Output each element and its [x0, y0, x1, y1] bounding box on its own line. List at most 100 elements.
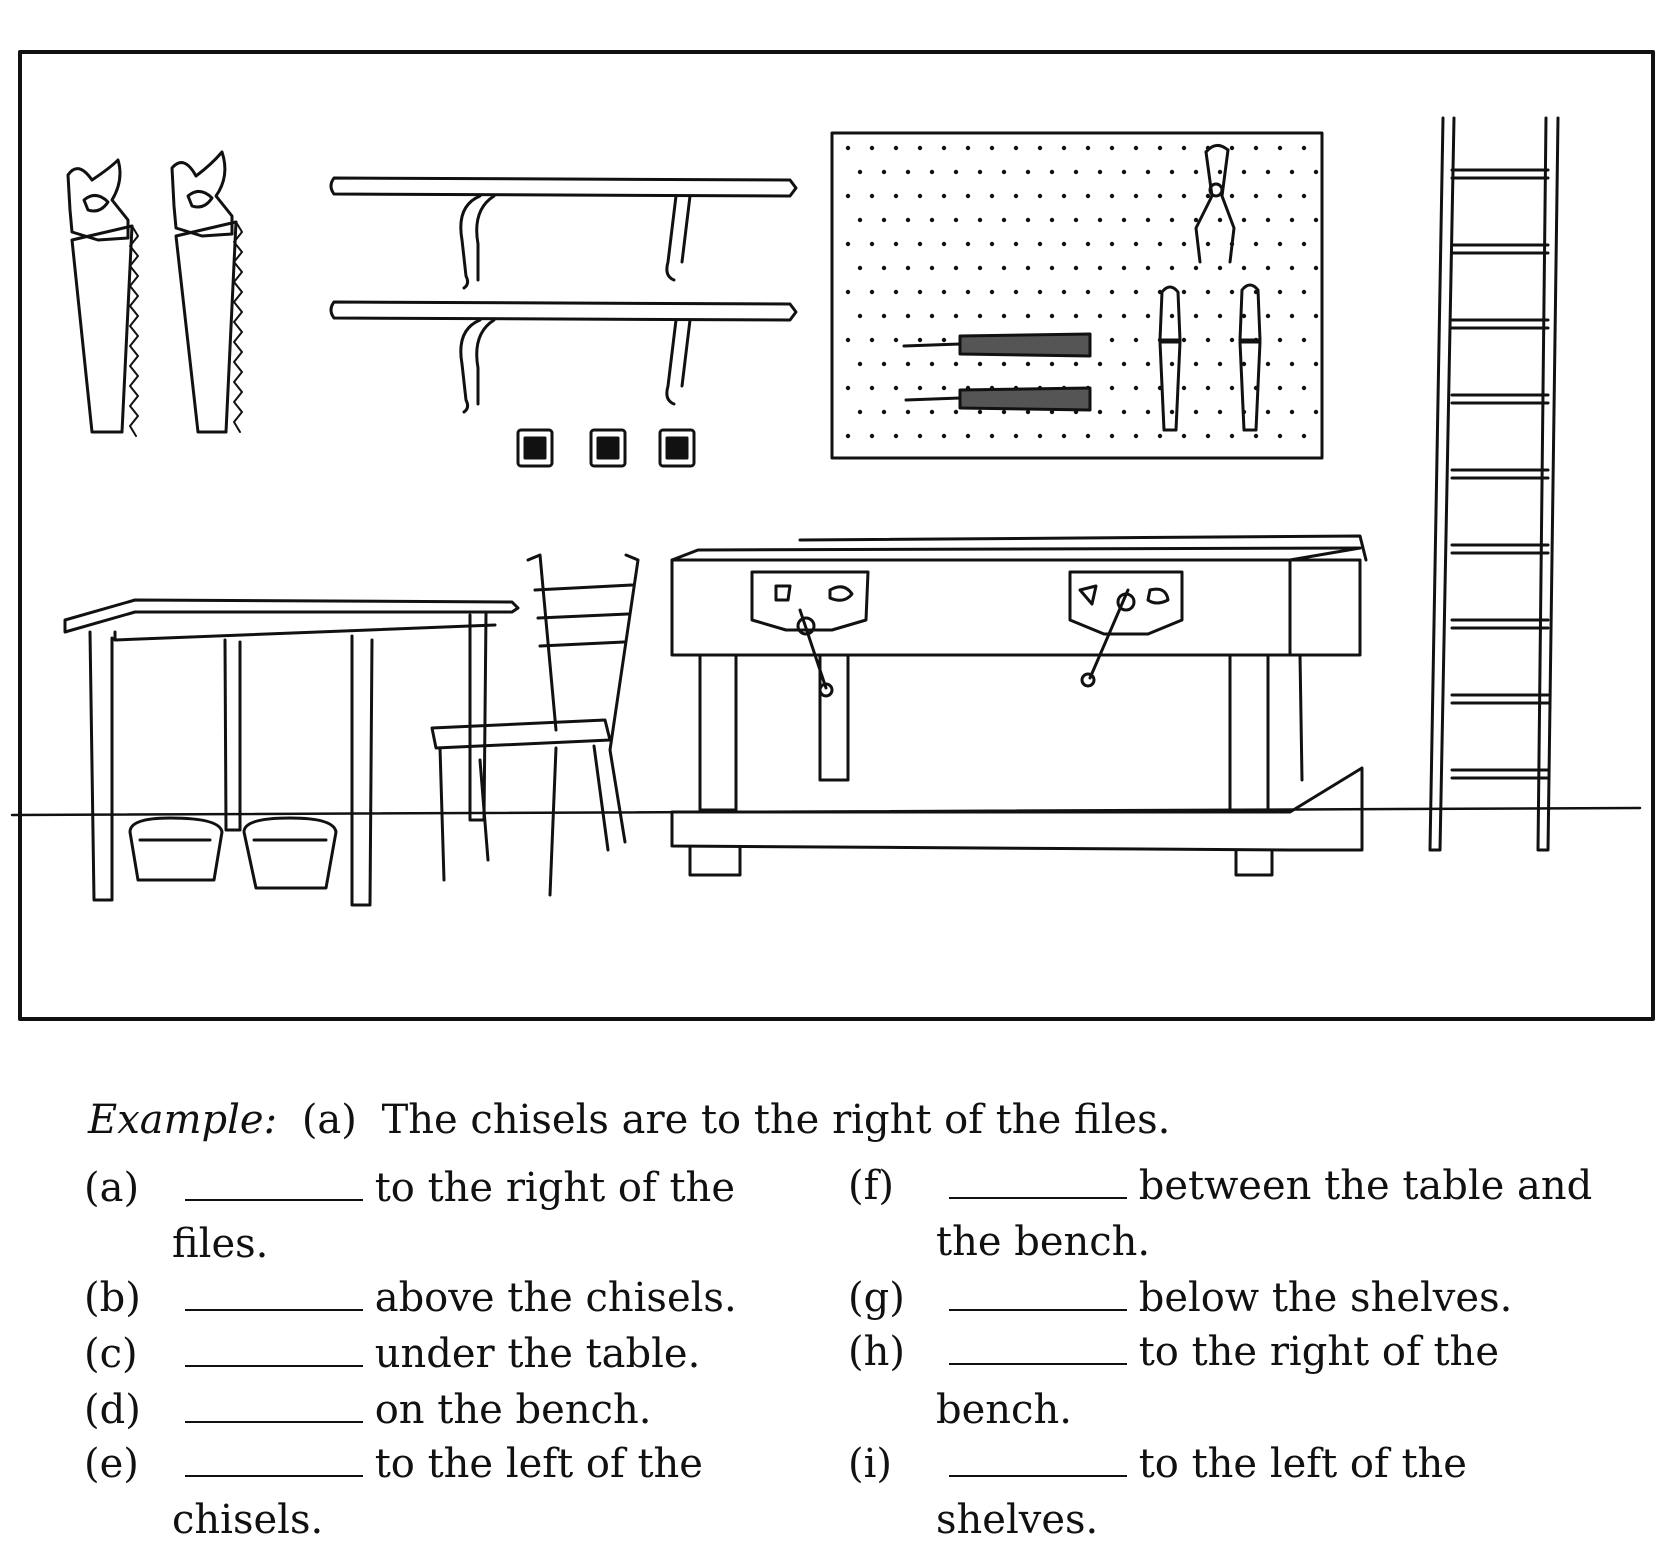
peg-hole — [1025, 169, 1031, 175]
peg-hole — [1145, 265, 1151, 271]
peg-hole — [1001, 313, 1007, 319]
peg-hole — [1049, 217, 1055, 223]
peg-hole — [929, 265, 935, 271]
peg-hole — [1037, 145, 1043, 151]
peg-hole — [893, 241, 899, 247]
peg-hole — [929, 409, 935, 415]
peg-hole — [869, 337, 875, 343]
exercise-d: (d) on the bench. — [84, 1390, 651, 1430]
peg-hole — [845, 289, 851, 295]
vise-left — [750, 570, 870, 698]
peg-hole — [1049, 169, 1055, 175]
ladder-rung — [1450, 543, 1550, 555]
peg-hole — [1121, 361, 1127, 367]
peg-hole — [857, 313, 863, 319]
peg-hole — [857, 169, 863, 175]
peg-hole — [857, 409, 863, 415]
saw-2 — [170, 150, 243, 434]
peg-hole — [917, 193, 923, 199]
answer-blank[interactable] — [948, 1363, 1127, 1365]
answer-blank[interactable] — [184, 1365, 363, 1367]
peg-hole — [917, 289, 923, 295]
answer-blank[interactable] — [184, 1309, 363, 1311]
peg-hole — [1001, 361, 1007, 367]
peg-hole — [1217, 313, 1223, 319]
peg-hole — [881, 265, 887, 271]
peg-hole — [845, 193, 851, 199]
peg-hole — [1205, 433, 1211, 439]
peg-hole — [1193, 217, 1199, 223]
peg-hole — [1217, 265, 1223, 271]
peg-hole — [1061, 241, 1067, 247]
answer-blank[interactable] — [184, 1199, 363, 1201]
peg-hole — [905, 217, 911, 223]
peg-hole — [1313, 265, 1319, 271]
ladder-rung — [1450, 468, 1550, 480]
peg-hole — [1193, 361, 1199, 367]
peg-hole — [1049, 265, 1055, 271]
peg-hole — [941, 337, 947, 343]
peg-hole — [917, 385, 923, 391]
peg-hole — [1109, 193, 1115, 199]
peg-hole — [1205, 193, 1211, 199]
peg-hole — [1313, 409, 1319, 415]
peg-hole — [1169, 265, 1175, 271]
peg-hole — [965, 241, 971, 247]
peg-hole — [1169, 313, 1175, 319]
exercise-label: (d) — [84, 1387, 141, 1433]
answer-blank[interactable] — [948, 1197, 1127, 1199]
paint-can-1 — [128, 816, 224, 882]
peg-hole — [905, 169, 911, 175]
peg-hole — [941, 385, 947, 391]
sockets — [516, 428, 696, 468]
peg-hole — [1001, 169, 1007, 175]
peg-hole — [1265, 169, 1271, 175]
peg-hole — [1145, 361, 1151, 367]
ladder-rung — [1450, 618, 1550, 630]
peg-hole — [929, 313, 935, 319]
peg-hole — [1205, 385, 1211, 391]
peg-hole — [1265, 361, 1271, 367]
peg-hole — [1229, 289, 1235, 295]
answer-blank[interactable] — [184, 1475, 363, 1477]
answer-blank[interactable] — [948, 1475, 1127, 1477]
vise-right — [1068, 570, 1184, 688]
peg-hole — [881, 217, 887, 223]
peg-hole — [1133, 145, 1139, 151]
peg-hole — [1157, 145, 1163, 151]
peg-hole — [989, 241, 995, 247]
peg-hole — [845, 337, 851, 343]
peg-hole — [1205, 241, 1211, 247]
peg-hole — [1073, 361, 1079, 367]
workbench — [670, 534, 1368, 877]
peg-hole — [1265, 409, 1271, 415]
peg-hole — [893, 385, 899, 391]
peg-hole — [1097, 361, 1103, 367]
peg-hole — [1109, 241, 1115, 247]
peg-hole — [1301, 337, 1307, 343]
peg-hole — [1181, 193, 1187, 199]
exercise-b: (b) above the chisels. — [84, 1278, 737, 1318]
ladder-rung — [1450, 243, 1550, 255]
peg-hole — [1217, 361, 1223, 367]
peg-hole — [905, 409, 911, 415]
answer-blank[interactable] — [948, 1309, 1127, 1311]
peg-hole — [1229, 433, 1235, 439]
pegboard — [830, 131, 1324, 460]
peg-hole — [1313, 217, 1319, 223]
peg-hole — [845, 145, 851, 151]
peg-hole — [1013, 289, 1019, 295]
peg-hole — [1061, 145, 1067, 151]
peg-hole — [1109, 337, 1115, 343]
ladder-rung — [1450, 768, 1550, 780]
exercise-a: (a) to the right of the — [84, 1168, 735, 1208]
peg-hole — [1217, 217, 1223, 223]
peg-hole — [1313, 313, 1319, 319]
peg-hole — [1253, 145, 1259, 151]
peg-hole — [1169, 217, 1175, 223]
peg-hole — [977, 217, 983, 223]
peg-hole — [1025, 265, 1031, 271]
answer-blank[interactable] — [184, 1421, 363, 1423]
exercise-i: (i) to the left of the — [848, 1444, 1467, 1484]
illustration-frame — [18, 50, 1655, 1021]
